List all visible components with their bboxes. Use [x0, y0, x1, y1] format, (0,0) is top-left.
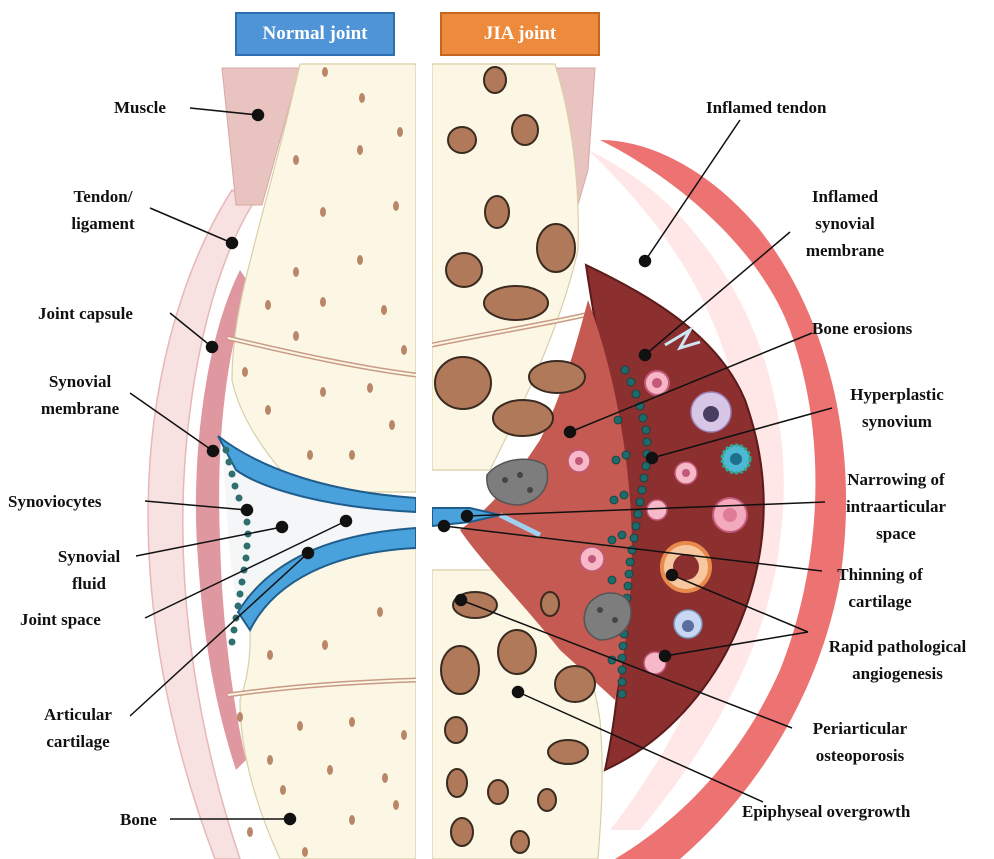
label-thinning-cartilage: Thinning of cartilage	[820, 561, 940, 615]
jia-joint-panel	[432, 64, 846, 859]
label-inflamed-synovial-membrane: Inflamed synovial membrane	[790, 183, 900, 264]
normal-joint-panel	[148, 64, 416, 859]
label-epiphyseal-overgrowth: Epiphyseal overgrowth	[742, 798, 910, 825]
label-periarticular-osteoporosis: Periarticular osteoporosis	[795, 715, 925, 769]
normal-joint-header: Normal joint	[235, 12, 395, 56]
label-muscle: Muscle	[114, 94, 166, 121]
label-hyperplastic-synovium: Hyperplastic synovium	[832, 381, 962, 435]
label-bone: Bone	[120, 806, 157, 833]
label-inflamed-tendon: Inflamed tendon	[706, 94, 826, 121]
label-synovial-membrane: Synovial membrane	[30, 368, 130, 422]
label-articular-cartilage: Articular cartilage	[28, 701, 128, 755]
label-rapid-angiogenesis: Rapid pathological angiogenesis	[805, 633, 990, 687]
label-bone-erosions: Bone erosions	[812, 315, 912, 342]
label-tendon-ligament: Tendon/ ligament	[58, 183, 148, 237]
label-synoviocytes: Synoviocytes	[8, 488, 102, 515]
jia-joint-header: JIA joint	[440, 12, 600, 56]
label-synovial-fluid: Synovial fluid	[44, 543, 134, 597]
label-joint-capsule: Joint capsule	[38, 300, 133, 327]
label-joint-space: Joint space	[20, 606, 101, 633]
label-narrowing-intraarticular-space: Narrowing of intraarticular space	[826, 466, 966, 547]
